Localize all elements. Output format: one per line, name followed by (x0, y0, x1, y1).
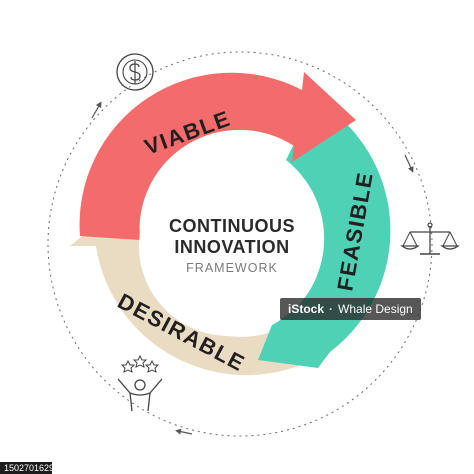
orbit-arrow-bottom (175, 428, 193, 435)
watermark-separator: · (329, 302, 334, 316)
stock-watermark: iStock · Whale Design (280, 298, 421, 320)
dollar-coin-icon (116, 53, 154, 91)
watermark-credit: Whale Design (338, 302, 413, 316)
happy-person-stars-icon (117, 354, 163, 412)
segment-viable-arrow (79, 72, 356, 240)
center-subtitle: FRAMEWORK (186, 261, 278, 275)
center-title-line1: CONTINUOUS (169, 216, 295, 236)
outer-dashed-ring (47, 51, 433, 437)
balance-scale-icon (400, 222, 460, 255)
stock-id-tag (0, 462, 52, 474)
orbit-arrow-right (404, 154, 414, 173)
segment-desirable-arrow (70, 204, 330, 376)
stock-id-text: 1502701629 (4, 463, 54, 473)
center-title-line2: INNOVATION (174, 237, 289, 257)
orbit-arrow-top (91, 101, 102, 119)
watermark-brand: iStock (288, 302, 325, 316)
center-circle (139, 156, 319, 336)
